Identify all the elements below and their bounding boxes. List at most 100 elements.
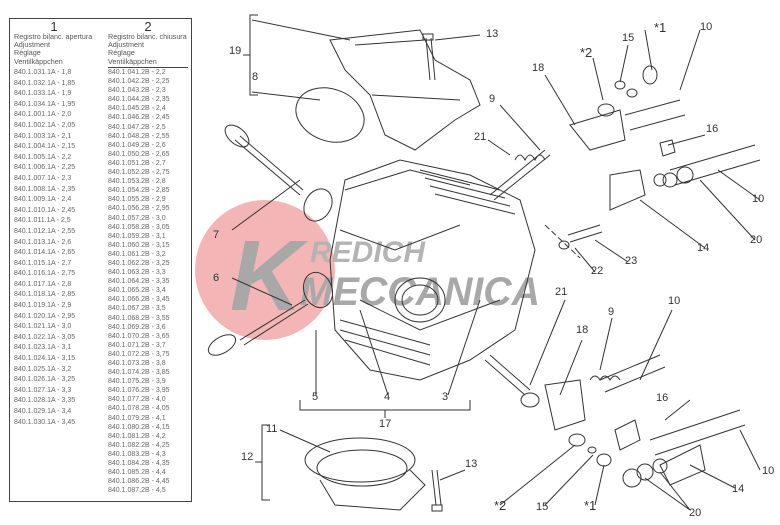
shim-row: 840.1.083.2B - 4,3 — [108, 450, 166, 458]
cylinder-head-exploded-diagram: K REDICH MECCANICA — [195, 14, 761, 512]
shim-row: 840.1.062.2B - 3,25 — [108, 259, 170, 267]
shim-row: 840.1.072.2B - 3,75 — [108, 350, 170, 358]
callout-label: 15 — [622, 32, 635, 44]
shim-row: 840.1.030.1A - 3,45 — [14, 418, 76, 426]
shim-row: 840.1.053.2B - 2,8 — [108, 178, 166, 186]
callout-label: 19 — [229, 45, 242, 57]
svg-text:REDICH: REDICH — [310, 236, 426, 269]
callout-label: 13 — [465, 458, 478, 470]
callout-label: 10 — [762, 465, 775, 477]
shim-row: 840.1.084.2B - 4,35 — [108, 460, 170, 468]
shim-row: 840.1.046.2B - 2,45 — [108, 114, 170, 122]
shim-row: 840.1.009.1A - 2,4 — [14, 196, 72, 204]
shim-row: 840.1.050.2B - 2,65 — [108, 150, 170, 158]
shim-row: 840.1.086.2B - 4,45 — [108, 478, 170, 486]
shim-row: 840.1.023.1A - 3,1 — [14, 344, 72, 352]
shim-row: 840.1.028.1A - 3,35 — [14, 397, 76, 405]
shim-row: 840.1.069.2B - 3,6 — [108, 323, 166, 331]
shim-list: 840.1.031.1A - 1,8 840.1.032.1A - 1,85 840… — [14, 68, 75, 428]
shim-row: 840.1.075.2B - 3,9 — [108, 378, 166, 386]
shim-row: 840.1.078.2B - 4,05 — [108, 405, 170, 413]
callout-label: 20 — [689, 507, 702, 519]
callout-label: 12 — [241, 451, 254, 463]
shim-row: 840.1.066.2B - 3,45 — [108, 296, 170, 304]
callout-label: 13 — [486, 28, 499, 40]
shim-row: 840.1.031.1A - 1,8 — [14, 69, 72, 76]
header-line: Adjustment — [108, 40, 144, 50]
shim-row: 840.1.071.2B - 3,7 — [108, 341, 166, 349]
shim-row: 840.1.027.1A - 3,3 — [14, 386, 72, 394]
shim-row: 840.1.013.1A - 2,6 — [14, 238, 72, 246]
callout-label: 14 — [697, 242, 710, 254]
header-line: Ventilkäppchen — [108, 56, 157, 66]
callout-label: 14 — [732, 483, 745, 495]
callout-label: 18 — [576, 324, 589, 336]
header-line: Réglage — [108, 48, 135, 58]
callout-label: *2 — [580, 45, 593, 60]
callout-label: 20 — [750, 234, 763, 246]
callout-label: 15 — [536, 501, 549, 513]
shim-row: 840.1.034.1A - 1,95 — [14, 100, 76, 108]
shim-row: 840.1.048.2B - 2,55 — [108, 132, 170, 140]
shim-row: 840.1.082.2B - 4,25 — [108, 441, 170, 449]
shim-row: 840.1.058.2B - 3,05 — [108, 223, 170, 231]
shim-row: 840.1.042.2B - 2,25 — [108, 78, 170, 86]
header-line: Réglage — [14, 48, 41, 58]
shim-row: 840.1.064.2B - 3,35 — [108, 278, 170, 286]
shim-row: 840.1.020.1A - 2,95 — [14, 312, 76, 320]
shim-row: 840.1.016.1A - 2,75 — [14, 270, 76, 278]
callout-label: 22 — [591, 265, 604, 277]
callout-label: 7 — [213, 229, 220, 241]
svg-text:K: K — [230, 220, 309, 332]
shim-row: 840.1.077.2B - 4,0 — [108, 396, 166, 404]
shim-row: 840.1.010.1A - 2,45 — [14, 206, 76, 214]
shim-row: 840.1.002.1A - 2,05 — [14, 121, 76, 129]
shim-row: 840.1.018.1A - 2,85 — [14, 291, 76, 299]
shim-row: 840.1.060.2B - 3,15 — [108, 241, 170, 249]
shim-row: 840.1.032.1A - 1,85 — [14, 79, 76, 87]
callout-label: 4 — [384, 391, 391, 403]
column-number: 2 — [144, 19, 152, 34]
shim-row: 840.1.015.1A - 2,7 — [14, 259, 72, 267]
shim-row: 840.1.024.1A - 3,15 — [14, 355, 76, 363]
shim-row: 840.1.080.2B - 4,15 — [108, 423, 170, 431]
shim-row: 840.1.008.1A - 2,35 — [14, 185, 76, 193]
shim-row: 840.1.043.2B - 2,3 — [108, 87, 166, 95]
callout-label: 11 — [266, 423, 278, 435]
shim-row: 840.1.019.1A - 2,9 — [14, 302, 72, 310]
column-number: 1 — [50, 19, 58, 34]
shim-row: 840.1.067.2B - 3,5 — [108, 305, 166, 313]
shim-row: 840.1.061.2B - 3,2 — [108, 250, 166, 258]
shim-row: 840.1.087.2B - 4,5 — [108, 487, 166, 495]
callout-label: 10 — [752, 193, 765, 205]
shim-row: 840.1.063.2B - 3,3 — [108, 269, 166, 277]
watermark-logo: K REDICH MECCANICA — [195, 200, 540, 340]
callout-label: 8 — [252, 71, 259, 83]
callout-label: *1 — [584, 498, 597, 513]
shim-row: 840.1.068.2B - 3,55 — [108, 314, 170, 322]
shim-row: 840.1.005.1A - 2,2 — [14, 153, 72, 161]
shim-row: 840.1.026.1A - 3,25 — [14, 376, 76, 384]
shim-row: 840.1.065.2B - 3,4 — [108, 287, 166, 295]
header-line: Adjustment — [14, 40, 50, 50]
shim-row: 840.1.074.2B - 3,85 — [108, 369, 170, 377]
callout-label: 10 — [700, 21, 713, 33]
shim-row: 840.1.073.2B - 3,8 — [108, 360, 166, 367]
shim-row: 840.1.001.1A - 2,0 — [14, 111, 72, 119]
callout-label: 10 — [668, 295, 681, 307]
shim-row: 840.1.049.2B - 2,6 — [108, 141, 166, 149]
shim-row: 840.1.014.1A - 2,65 — [14, 249, 76, 257]
shim-row: 840.1.029.1A - 3,4 — [14, 408, 72, 415]
shim-row: 840.1.006.1A - 2,25 — [14, 164, 76, 172]
parts-linework — [207, 14, 761, 512]
shim-row: 840.1.047.2B - 2,5 — [108, 123, 166, 131]
shim-row: 840.1.085.2B - 4,4 — [108, 469, 166, 477]
callout-label: 18 — [532, 62, 545, 74]
shim-row: 840.1.007.1A - 2,3 — [14, 174, 72, 182]
callout-label: 5 — [312, 391, 319, 403]
callout-label: 21 — [474, 131, 487, 143]
